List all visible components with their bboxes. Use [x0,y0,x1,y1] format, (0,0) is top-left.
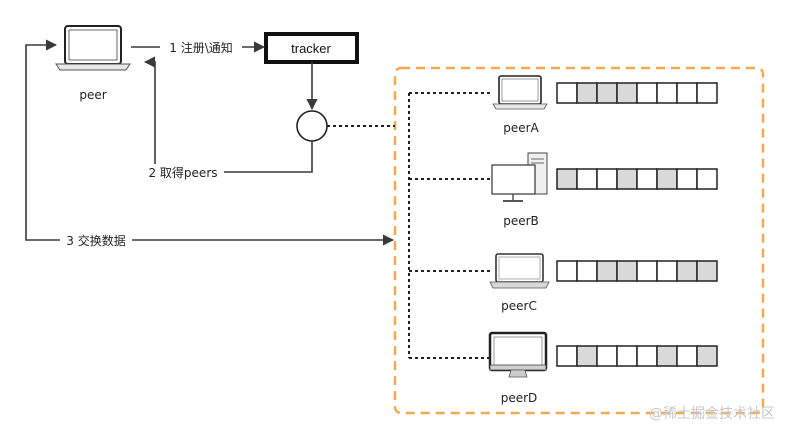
piece-cell [696,260,718,282]
piece-cell [636,168,658,190]
step3-label: 3 交换数据 [66,233,125,248]
tracker-label: tracker [291,41,331,56]
piece-cell [576,168,598,190]
get-peers-arrow [143,56,313,173]
piece-cell [656,345,678,367]
swarm-dotted-links [327,92,493,359]
piece-cell [616,260,638,282]
swarm-hub-circle [296,110,328,142]
piece-cell [596,168,618,190]
piece-cell [616,168,638,190]
piece-cell [576,260,598,282]
piece-cell [596,82,618,104]
piece-cell [556,82,578,104]
peerA-piece-bar [556,82,718,104]
piece-cell [556,168,578,190]
exchange-data-arrow [25,39,395,246]
peerC-label: peerC [501,299,537,313]
peerC-laptop-icon [489,253,550,289]
step1-label: 1 注册\通知 [169,40,233,55]
peerD-monitor-icon [488,331,548,378]
piece-cell [636,345,658,367]
piece-cell [556,345,578,367]
piece-bars [556,82,718,367]
peerB-piece-bar [556,168,718,190]
peerC-piece-bar [556,260,718,282]
piece-cell [676,168,698,190]
piece-cell [616,82,638,104]
peer-laptop-icon [55,25,131,71]
peerA-laptop-icon [492,75,548,110]
piece-cell [576,345,598,367]
piece-cell [596,345,618,367]
step2-label: 2 取得peers [148,165,217,180]
peerD-piece-bar [556,345,718,367]
peerB-desktop-tower-icon [491,152,548,202]
piece-cell [656,82,678,104]
piece-cell [596,260,618,282]
watermark: @稀土掘金技术社区 [649,406,775,422]
local-peer-label: peer [79,88,106,102]
piece-cell [576,82,598,104]
piece-cell [696,345,718,367]
piece-cell [656,168,678,190]
piece-cell [556,260,578,282]
peerA-label: peerA [503,121,539,135]
piece-cell [676,260,698,282]
piece-cell [676,345,698,367]
piece-cell [656,260,678,282]
piece-cell [636,82,658,104]
piece-cell [636,260,658,282]
piece-cell [696,82,718,104]
peerD-label: peerD [501,391,538,405]
piece-cell [616,345,638,367]
piece-cell [696,168,718,190]
piece-cell [676,82,698,104]
swarm-boundary [393,66,765,415]
peerB-label: peerB [503,214,539,228]
